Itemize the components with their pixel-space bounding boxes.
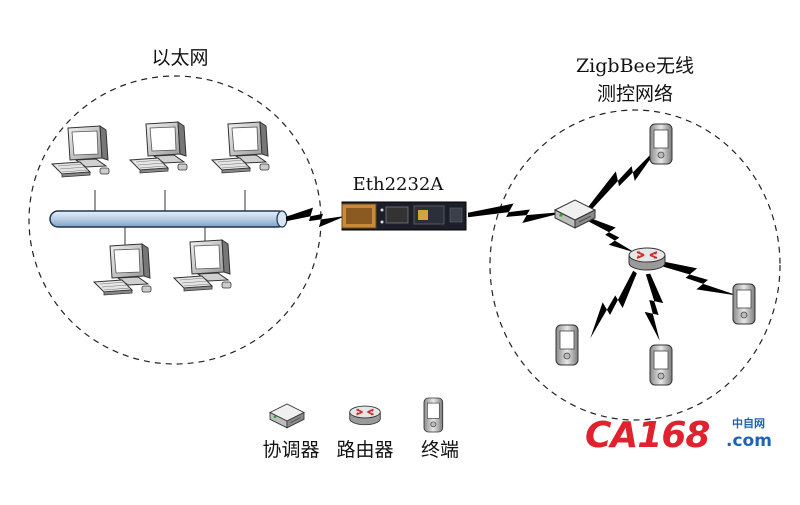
zigbee-label-line1: ZigbBee无线 bbox=[576, 55, 694, 77]
router-icon bbox=[628, 247, 666, 271]
eth2232a-board bbox=[341, 201, 467, 231]
legend-terminal-icon bbox=[423, 397, 444, 433]
legend-coordinator-label: 协调器 bbox=[262, 439, 319, 461]
bus-drop-lines bbox=[94, 190, 246, 246]
computer-icon bbox=[129, 121, 188, 174]
terminal-icon bbox=[649, 344, 673, 386]
zigbee-label-line2: 测控网络 bbox=[597, 83, 673, 105]
coordinator-icon bbox=[554, 199, 596, 229]
wireless-link-icon bbox=[638, 272, 670, 343]
wireless-link-icon bbox=[467, 201, 569, 225]
computer-icon bbox=[173, 239, 232, 292]
terminal-icon bbox=[649, 123, 673, 165]
device-label: Eth2232A bbox=[353, 174, 445, 195]
wireless-link-icon bbox=[582, 266, 644, 344]
legend: 协调器 路由器 终端 bbox=[262, 397, 459, 461]
ethernet-bus bbox=[49, 210, 288, 228]
ethernet-label: 以太网 bbox=[151, 47, 208, 69]
computer-icon bbox=[51, 125, 110, 178]
ethernet-boundary bbox=[28, 75, 322, 365]
wireless-links bbox=[467, 137, 743, 344]
logo-brand: CA168 bbox=[585, 415, 709, 456]
legend-router-label: 路由器 bbox=[336, 439, 393, 461]
wireless-link-icon bbox=[285, 205, 347, 229]
logo-cn: 中自网 bbox=[732, 416, 765, 430]
logo-domain: .com bbox=[726, 431, 772, 451]
zigbee-boundary bbox=[489, 109, 781, 421]
computer-icon bbox=[93, 243, 152, 296]
computer-icon bbox=[211, 121, 270, 174]
legend-router-icon bbox=[348, 405, 382, 426]
legend-terminal-label: 终端 bbox=[421, 439, 459, 461]
terminal-icon bbox=[732, 283, 756, 325]
terminal-icon bbox=[555, 324, 579, 366]
ca168-logo: CA168 中自网 .com bbox=[585, 415, 772, 456]
legend-coordinator-icon bbox=[269, 403, 305, 429]
